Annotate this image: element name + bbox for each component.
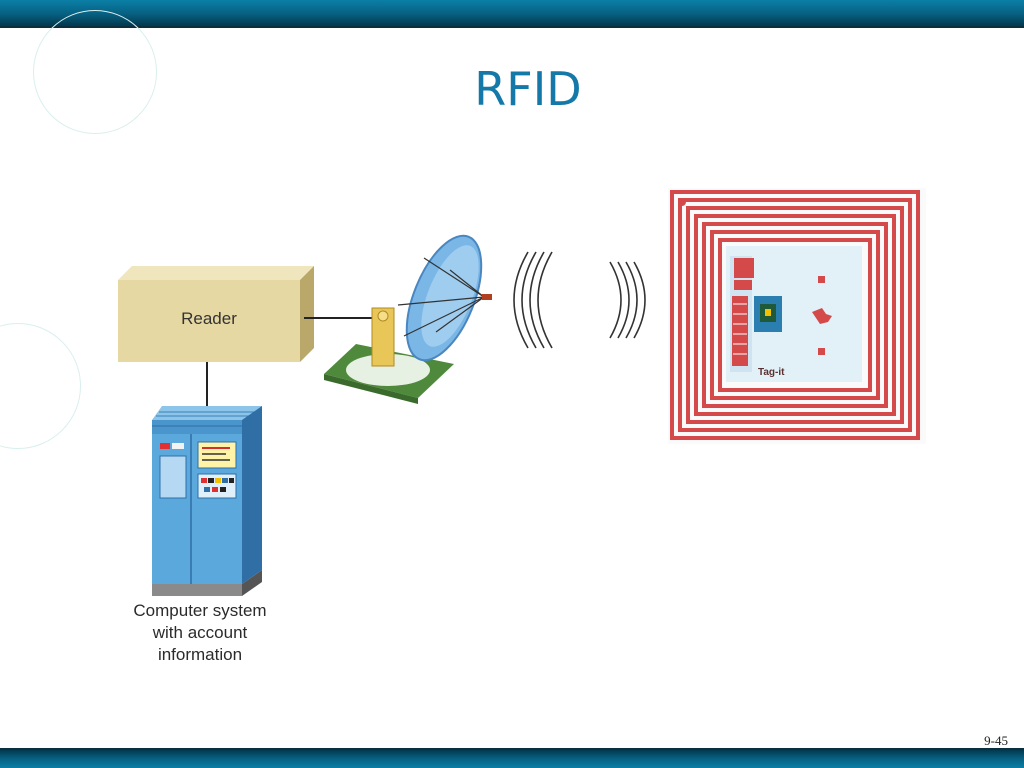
radio-waves-left bbox=[513, 251, 553, 349]
computer-system bbox=[152, 406, 262, 596]
decorative-circle-top bbox=[33, 10, 157, 134]
slide-number: 9-45 bbox=[984, 733, 1008, 748]
slide-title: RFID bbox=[474, 62, 582, 116]
top-banner-edge bbox=[0, 26, 1024, 28]
rfid-tag bbox=[668, 188, 926, 444]
computer-label-line: Computer system bbox=[133, 601, 267, 620]
tag-brand-text: Tag-it bbox=[758, 367, 785, 378]
bottom-banner-edge bbox=[0, 748, 1024, 750]
bottom-banner bbox=[0, 750, 1024, 768]
reader-label: Reader bbox=[181, 309, 237, 328]
computer-label-line: information bbox=[157, 645, 243, 664]
computer-label: Computer system with account information bbox=[110, 600, 290, 666]
computer-label-line: with account bbox=[152, 623, 248, 642]
reader-box bbox=[118, 266, 314, 362]
top-banner bbox=[0, 0, 1024, 26]
antenna-dish bbox=[324, 234, 492, 404]
radio-waves-right bbox=[609, 261, 646, 339]
